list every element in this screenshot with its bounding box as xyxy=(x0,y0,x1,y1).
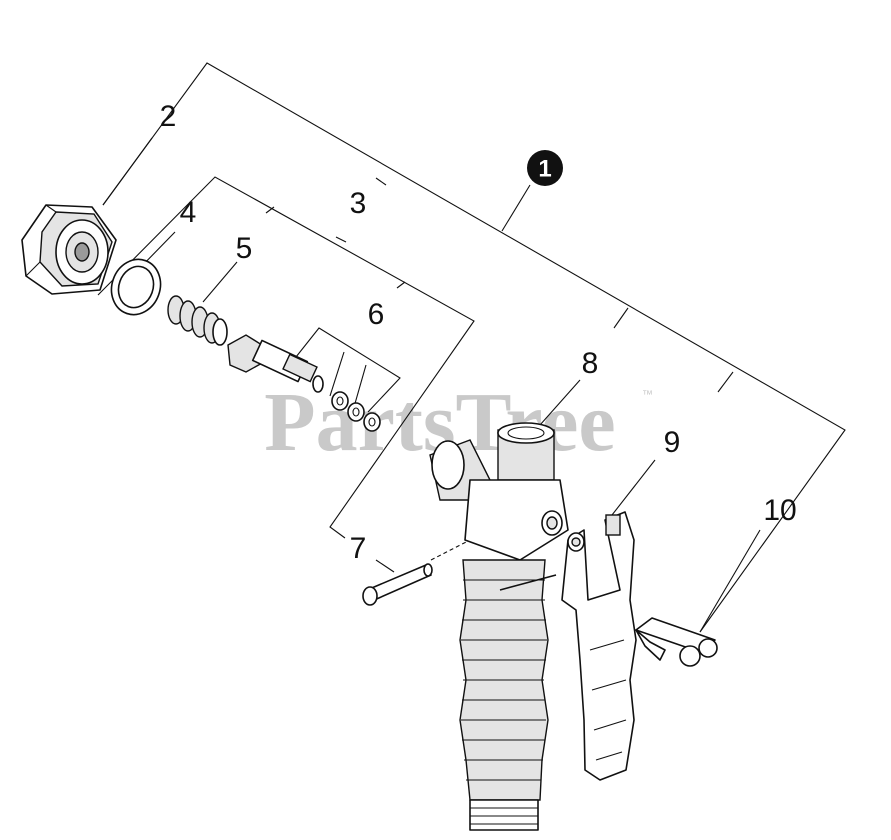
part-hex-nut xyxy=(21,204,117,295)
callout-10-label: 10 xyxy=(763,494,796,527)
part-pin xyxy=(362,563,433,606)
callout-1: 1 xyxy=(527,150,563,186)
part-washer xyxy=(110,258,162,316)
callout-7-label: 7 xyxy=(350,532,367,565)
leader-item-6-bracket xyxy=(291,327,401,413)
callout-1-badge xyxy=(527,150,563,186)
callout-9-label: 9 xyxy=(664,426,681,459)
part-trigger-lever xyxy=(561,511,637,781)
leader-assembly-outer xyxy=(102,62,846,633)
part-clip xyxy=(635,617,718,667)
callout-4-label: 4 xyxy=(180,196,197,229)
callout-2-label: 2 xyxy=(160,100,177,133)
part-spring xyxy=(167,295,228,346)
part-valve-stem xyxy=(227,334,381,432)
leader-lines xyxy=(97,62,846,633)
callout-6-label: 6 xyxy=(368,298,385,331)
callout-8-label: 8 xyxy=(582,347,599,380)
leader-item-3-bracket xyxy=(97,176,475,539)
callout-5-label: 5 xyxy=(236,232,253,265)
watermark-trademark: ™ xyxy=(642,389,653,401)
callout-1-label: 1 xyxy=(538,156,551,183)
callout-3-label: 3 xyxy=(350,187,367,220)
part-valve-body xyxy=(429,422,569,831)
callouts: 1 2 3 4 5 6 7 8 9 10 xyxy=(160,100,797,565)
